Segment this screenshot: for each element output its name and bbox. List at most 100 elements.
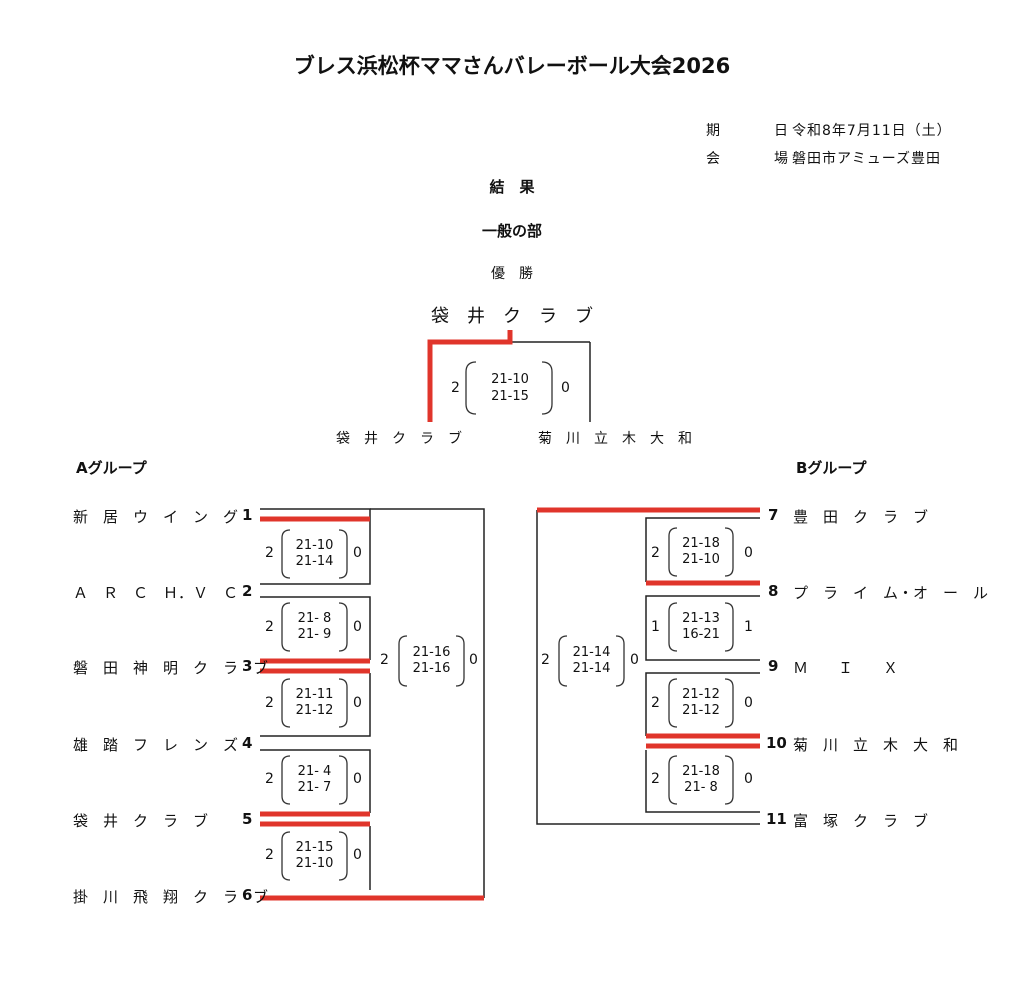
b-m1-right-sets: 0 [744,545,753,561]
team-b7-seed: 7 [768,506,779,524]
b-m2-score-2: 16-21 [682,627,720,642]
a1-open-paren [281,529,291,579]
b3-open-paren [668,678,678,728]
a-m3-right-sets: 0 [353,695,362,711]
a-m5-left-sets: 2 [265,847,274,863]
team-b11-seed: 11 [766,810,787,828]
b2-close-paren [724,602,734,652]
a-match3-box [260,673,371,737]
team-a1-seed: 1 [242,506,253,524]
a2-open-paren [281,602,291,652]
final-left-sets: 2 [451,380,460,396]
a4-open-paren [281,755,291,805]
a6-open-paren [398,635,408,687]
a-m3-left-sets: 2 [265,695,274,711]
b-match1-box [645,517,760,582]
champion-name: 袋 井 ク ラ ブ [431,306,593,327]
a-m2-left-sets: 2 [265,619,274,635]
score-brackets [281,361,734,881]
a1-close-paren [338,529,348,579]
a5-close-paren [338,831,348,881]
a-m5-score-1: 21-15 [295,840,334,855]
b-final-bracket [536,510,760,825]
team-a2-name: Ａ Ｒ Ｃ Ｈ．Ｖ Ｃ [73,584,239,602]
a-m4-right-sets: 0 [353,771,362,787]
b-m5-right-sets: 0 [630,652,639,668]
b-m2-left-sets: 1 [651,619,660,635]
b-m5-left-sets: 2 [541,652,550,668]
a-m2-score-1: 21- 8 [297,611,332,626]
team-b10-seed: 10 [766,734,787,752]
team-a4-seed: 4 [242,734,253,752]
team-a2-seed: 2 [242,582,253,600]
b-match2-box [645,595,760,661]
b-m3-right-sets: 0 [744,695,753,711]
date-label: 期 日 [706,123,808,139]
b4-open-paren [668,755,678,805]
a-m6-score-1: 21-16 [412,645,451,660]
a4-close-paren [338,755,348,805]
champion-label: 優 勝 [491,266,533,282]
a3-open-paren [281,678,291,728]
b-match3-box [645,672,760,736]
a2-close-paren [338,602,348,652]
a-m2-right-sets: 0 [353,619,362,635]
a-match4-box [260,749,371,813]
a5-open-paren [281,831,291,881]
bracket-black-lines [260,341,760,898]
a-m3-score-1: 21-11 [295,687,334,702]
b5-open-paren [558,635,568,687]
team-b8-seed: 8 [768,582,779,600]
final-right-team: 菊 川 立 木 大 和 [538,431,692,447]
final-right-sets: 0 [561,380,570,396]
team-a3-seed: 3 [242,657,253,675]
b-m5-score-2: 21-14 [572,661,611,676]
b-m4-right-sets: 0 [744,771,753,787]
venue-label: 会 場 [706,151,808,167]
a3-close-paren [338,678,348,728]
b-m4-score-1: 21-18 [682,764,720,779]
a-m5-score-2: 21-10 [295,856,334,871]
b1-close-paren [724,527,734,577]
team-b8-name: プ ラ イ ム・オ ー ル [793,584,989,602]
team-a5-name: 袋 井 ク ラ ブ [73,812,209,830]
a-m1-score-1: 21-10 [295,538,334,553]
a-m4-left-sets: 2 [265,771,274,787]
team-b9-name: Ｍ Ｉ Ｘ [793,659,899,677]
final-score-1: 21-10 [491,372,529,387]
team-b10-name: 菊 川 立 木 大 和 [793,736,959,754]
a-match1-box [260,508,371,585]
a-m6-score-2: 21-16 [412,661,451,676]
a-m3-score-2: 21-12 [295,703,334,718]
b-match4-box [645,750,760,813]
results-heading: 結 果 [489,178,535,196]
bracket-red-lines [260,330,760,901]
b-m1-score-1: 21-18 [682,536,720,551]
a-m6-left-sets: 2 [380,652,389,668]
team-a1-name: 新 居 ウ イ ン グ [73,508,239,526]
b-m4-left-sets: 2 [651,771,660,787]
a-m4-score-1: 21- 4 [297,764,332,779]
a-match2-box [260,596,371,660]
a6-close-paren [455,635,465,687]
team-a4-name: 雄 踏 フ レ ン ズ [73,736,239,754]
team-b11-name: 富 塚 ク ラ ブ [793,812,929,830]
event-date: 令和8年7月11日（土） [792,123,952,139]
group-a-label: Aグループ [76,459,147,477]
team-a6-name: 掛 川 飛 翔 ク ラ ブ [73,888,269,906]
b-m1-left-sets: 2 [651,545,660,561]
a-m1-left-sets: 2 [265,545,274,561]
a-m1-right-sets: 0 [353,545,362,561]
a-final-bracket [370,508,485,898]
team-a6-seed: 6 [242,886,253,904]
group-b-label: Bグループ [796,459,867,477]
a-m5-right-sets: 0 [353,847,362,863]
b-m2-score-1: 21-13 [682,611,720,626]
b-m3-score-2: 21-12 [682,703,720,718]
team-b9-seed: 9 [768,657,779,675]
b1-open-paren [668,527,678,577]
a-m4-score-2: 21- 7 [297,780,332,795]
b5-close-paren [615,635,625,687]
final-close-paren [541,361,553,415]
b-m4-score-2: 21- 8 [684,780,718,795]
